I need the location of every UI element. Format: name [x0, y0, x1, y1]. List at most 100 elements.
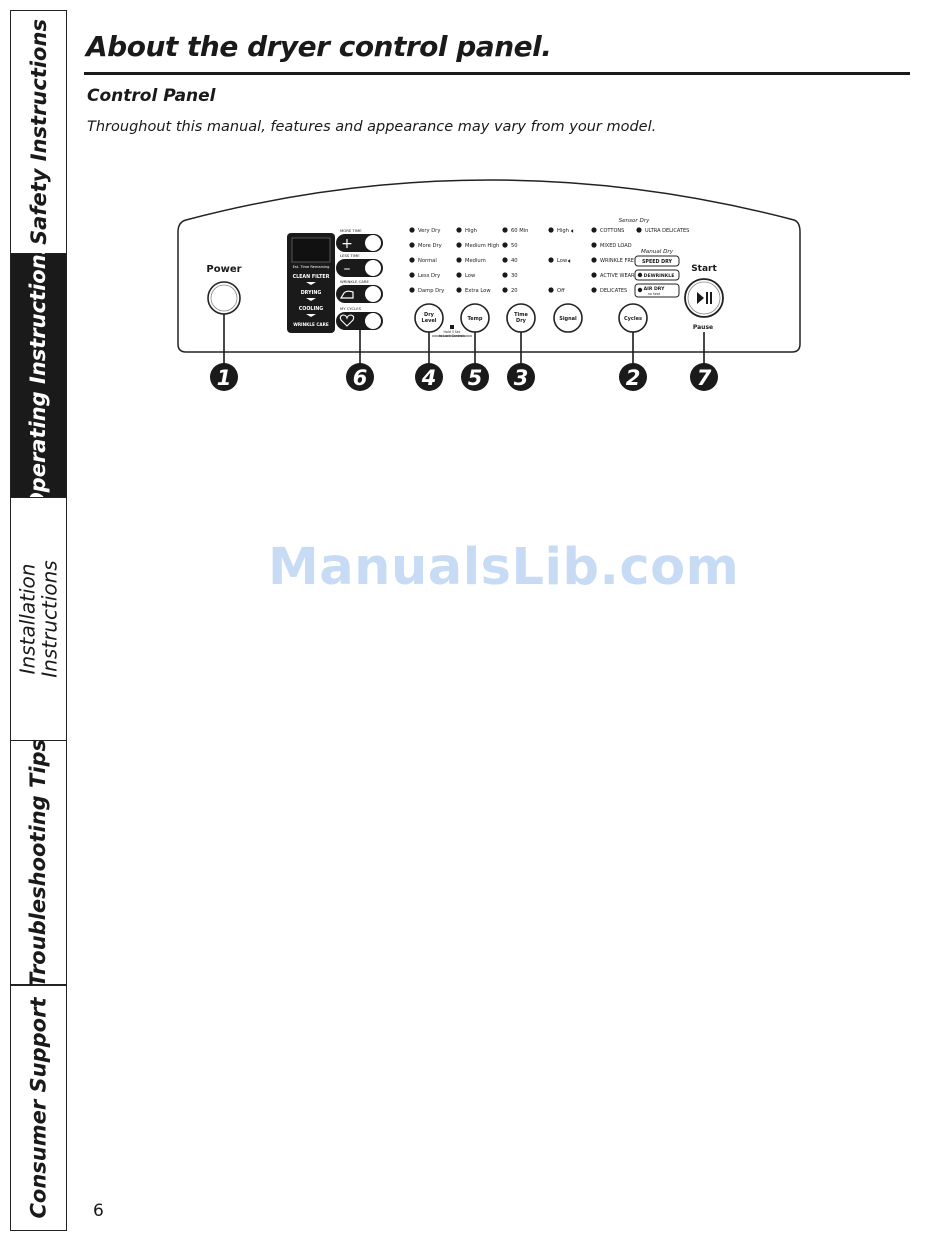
temp-option: Extra Low	[465, 288, 491, 294]
ultra-delicates-option: ULTRA DELICATES	[645, 228, 689, 234]
time-dry-options: 60 Min 50 40 30 20	[502, 227, 528, 294]
sensor-cycle-option: MIXED LOAD	[600, 243, 632, 249]
callout-5: 5	[468, 366, 483, 390]
callout-4: 4	[421, 366, 437, 390]
tab-consumer-support[interactable]: Consumer Support	[10, 985, 67, 1231]
callout-1: 1	[217, 366, 232, 390]
play-pause-icon	[697, 292, 704, 304]
wrinkle-care-button[interactable]: WRINKLE CARE	[336, 279, 383, 303]
signal-option: Off	[557, 288, 565, 294]
signal-label: Signal	[559, 316, 577, 322]
lock-text-2: to Lock Controls	[439, 334, 465, 338]
signal-option: Low	[557, 258, 568, 264]
time-dry-label-2: Dry	[516, 318, 527, 324]
display-screen	[291, 237, 331, 263]
tab-installation-instructions[interactable]: Installation Instructions	[10, 497, 67, 741]
time-dry-option: 40	[511, 258, 518, 264]
signal-options: High 🔈︎ Low 🔈︎ Off	[548, 227, 575, 294]
tab-installation-line2: Instructions	[37, 560, 62, 678]
time-dry-option: 20	[511, 288, 518, 294]
control-lock-indicator: Hold 3 Sec to Lock Controls	[432, 325, 472, 338]
time-dry-label-1: Time	[514, 312, 528, 318]
temp-option: High	[465, 228, 477, 234]
dry-level-button[interactable]: Dry Level	[414, 303, 444, 333]
less-time-button[interactable]: LESS TIME –	[336, 253, 383, 277]
tab-troubleshooting-label: Troubleshooting Tips	[26, 738, 51, 987]
display-state-wrinkle-care: WRINKLE CARE	[293, 322, 329, 327]
temp-option: Medium	[465, 258, 486, 264]
appearance-note: Throughout this manual, features and app…	[87, 119, 657, 135]
display-state-drying: DRYING	[301, 290, 322, 296]
air-dry-sub: no heat	[648, 292, 661, 296]
tab-safety-instructions[interactable]: Safety Instructions	[10, 10, 67, 254]
start-pause-button[interactable]	[684, 278, 724, 318]
wrinkle-care-label: WRINKLE CARE	[340, 279, 369, 284]
speaker-icon: 🔈︎	[571, 227, 575, 235]
dry-level-label-1: Dry	[424, 312, 435, 318]
control-panel-diagram: Power Est. Time Remaining CLEAN FILTER D…	[177, 179, 801, 391]
callout-6: 6	[353, 366, 368, 390]
sensor-cycle-option: COTTONS	[600, 228, 624, 234]
power-label: Power	[206, 264, 241, 275]
page-title: About the dryer control panel.	[86, 30, 552, 63]
temp-option: Low	[465, 273, 476, 279]
cycles-button[interactable]: Cycles	[618, 303, 648, 333]
power-button[interactable]	[207, 281, 241, 315]
temp-option: Medium High	[465, 243, 499, 249]
display-state-clean-filter: CLEAN FILTER	[293, 274, 330, 280]
tab-consumer-label: Consumer Support	[26, 997, 51, 1219]
sensor-cycle-option: DELICATES	[600, 288, 627, 294]
sensor-cycle-option: WRINKLE FREE	[600, 258, 637, 264]
lock-text-1: Hold 3 Sec	[443, 330, 460, 334]
manual-cycle-option: AIR DRY	[644, 286, 665, 292]
tab-troubleshooting-tips[interactable]: Troubleshooting Tips	[10, 738, 67, 987]
manual-cycle-option: DEWRINKLE	[644, 273, 675, 279]
minus-icon: –	[344, 261, 351, 277]
tab-operating-instructions[interactable]: Operating Instructions	[10, 241, 67, 510]
start-label: Start	[691, 264, 717, 274]
manual-dry-cycles: SPEED DRY DEWRINKLE AIR DRY no heat	[634, 255, 680, 298]
tab-installation-label: Installation Instructions	[15, 560, 62, 678]
tab-installation-line1: Installation	[15, 563, 40, 675]
dry-level-option: Damp Dry	[418, 288, 444, 294]
my-cycles-label: MY CYCLES	[340, 306, 362, 311]
heart-icon	[339, 314, 355, 327]
time-dry-option: 50	[511, 243, 518, 249]
pause-label: Pause	[693, 324, 713, 331]
temp-button[interactable]: Temp	[460, 303, 490, 333]
manual-cycle-option: SPEED DRY	[642, 259, 673, 265]
dry-level-option: Very Dry	[418, 228, 440, 234]
sensor-cycle-option: ACTIVE WEAR	[600, 273, 635, 279]
dry-level-option: Normal	[418, 258, 437, 264]
page-number: 6	[93, 1201, 104, 1221]
time-dry-button[interactable]: Time Dry	[506, 303, 536, 333]
callout-7: 7	[697, 366, 712, 390]
more-time-button[interactable]: MORE TIME +	[336, 228, 383, 252]
time-dry-option: 60 Min	[511, 228, 528, 234]
dry-level-label-2: Level	[422, 318, 437, 324]
watermark: ManualsLib.com	[268, 538, 740, 597]
display-readout: Est. Time Remaining	[293, 265, 330, 269]
my-cycles-button[interactable]: MY CYCLES	[336, 306, 383, 330]
signal-button[interactable]: Signal	[553, 303, 583, 333]
signal-option: High	[557, 228, 569, 234]
time-dry-option: 30	[511, 273, 518, 279]
display-state-cooling: COOLING	[299, 306, 324, 312]
less-time-label: LESS TIME	[340, 253, 360, 258]
dry-level-options: Very Dry More Dry Normal Less Dry Damp D…	[409, 227, 444, 294]
sensor-dry-cycles: COTTONS ULTRA DELICATES MIXED LOAD WRINK…	[591, 227, 689, 294]
temp-label: Temp	[468, 316, 483, 322]
iron-icon	[339, 290, 354, 299]
callout-badges: 1 6 4 5 3 2 7	[210, 363, 718, 391]
sensor-dry-heading: Sensor Dry	[619, 218, 651, 224]
callout-3: 3	[514, 366, 529, 390]
callout-2: 2	[626, 366, 641, 390]
title-rule	[84, 72, 910, 75]
speaker-icon: 🔈︎	[568, 257, 572, 265]
cycles-label: Cycles	[624, 316, 642, 322]
more-time-label: MORE TIME	[340, 228, 362, 233]
dry-level-option: Less Dry	[418, 273, 440, 279]
temp-options: High Medium High Medium Low Extra Low	[456, 227, 499, 294]
manual-dry-heading: Manual Dry	[641, 249, 674, 255]
plus-icon: +	[341, 236, 353, 252]
